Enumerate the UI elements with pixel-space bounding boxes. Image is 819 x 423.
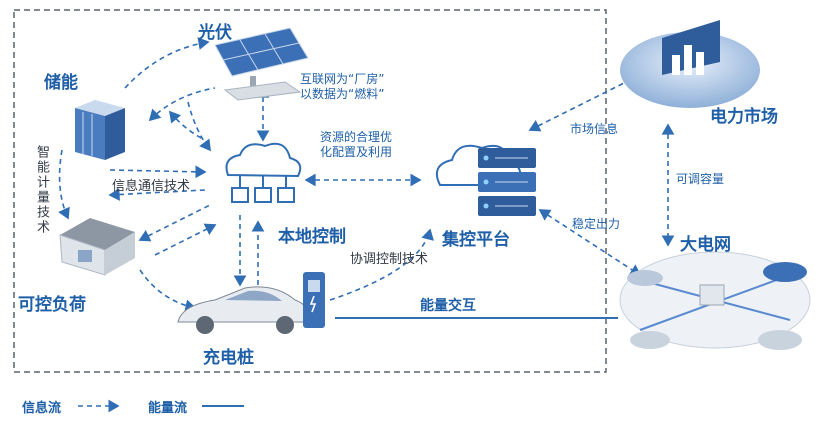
power-market-icon xyxy=(620,20,760,108)
stable-output-annotation: 稳定出力 xyxy=(572,217,621,231)
node-pv-label: 光伏 xyxy=(198,23,232,43)
legend-info-label: 信息流 xyxy=(22,401,62,416)
local-control-cloud-icon xyxy=(225,142,302,203)
node-market-label: 电力市场 xyxy=(710,107,778,127)
energy-exchange-annotation: 能量交互 xyxy=(420,298,476,314)
node-platform-label: 集控平台 xyxy=(442,230,510,250)
power-grid-icon xyxy=(619,251,811,350)
solar-panel-icon xyxy=(214,27,309,101)
house-icon xyxy=(59,218,135,276)
vertical-info-flows xyxy=(233,73,675,287)
market-info-annotation: 市场信息 xyxy=(570,122,619,136)
coord-annotation: 协调控制技术 xyxy=(350,252,429,267)
node-load-label: 可控负荷 xyxy=(18,295,86,315)
node-local-label: 本地控制 xyxy=(278,227,346,247)
cycle-arrows xyxy=(58,37,434,313)
resource-annotation: 资源的合理优 化配置及利用 xyxy=(320,130,393,159)
system-boundary xyxy=(13,9,607,373)
ev-car-icon xyxy=(177,286,311,334)
info-comm-annotation: 信息通信技术 xyxy=(112,179,191,194)
battery-storage-icon xyxy=(75,100,125,160)
node-grid-label: 大电网 xyxy=(680,235,731,255)
platform-server-icon xyxy=(436,144,536,216)
charging-station-icon xyxy=(303,272,325,328)
node-storage-label: 储能 xyxy=(44,73,78,93)
adjustable-annotation: 可调容量 xyxy=(676,172,725,186)
legend-energy-label: 能量流 xyxy=(148,401,188,416)
node-charger-label: 充电桩 xyxy=(203,348,254,368)
smart-meter-annotation: 智能计量技术 xyxy=(34,145,49,235)
internet-annotation: 互联网为“厂房” 以数据为“燃料” xyxy=(300,72,385,101)
